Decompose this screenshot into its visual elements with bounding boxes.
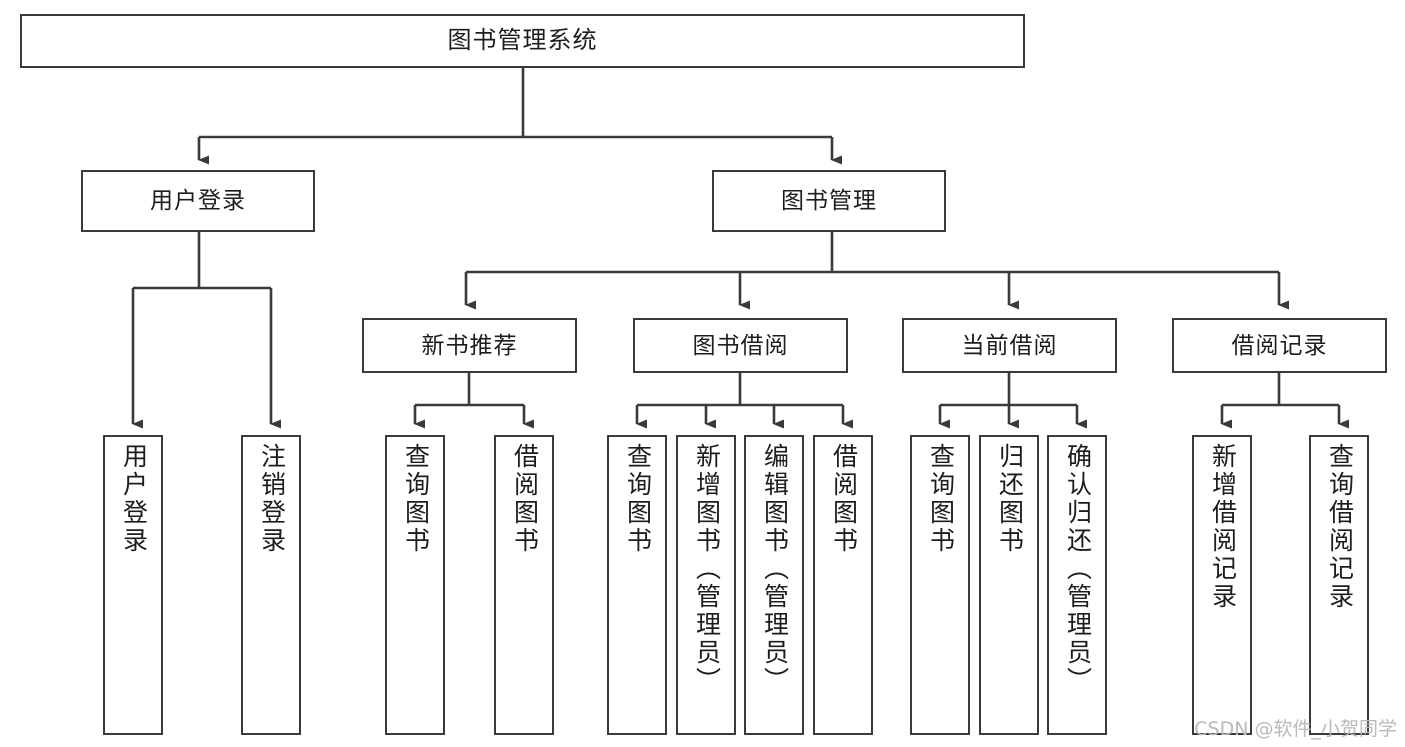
node-label: 用户登录 (119, 443, 148, 555)
node-label: 图书管理 (781, 187, 877, 214)
leaf-borrow-edit-book-admin[interactable]: 编辑图书（管理员） (744, 435, 804, 735)
node-label: 归还图书 (995, 443, 1024, 555)
node-label: 新增借阅记录 (1208, 443, 1237, 611)
node-current-borrow[interactable]: 当前借阅 (902, 318, 1117, 373)
node-label: 查询图书 (401, 443, 430, 555)
node-label: 查询借阅记录 (1325, 443, 1354, 611)
node-label: 图书借阅 (692, 331, 789, 358)
node-label: 确认归还（管理员） (1063, 443, 1092, 695)
node-user-login[interactable]: 用户登录 (81, 170, 315, 232)
node-label: 查询图书 (926, 443, 955, 555)
node-new-book-recommend[interactable]: 新书推荐 (362, 318, 577, 373)
leaf-user-login-signin[interactable]: 用户登录 (103, 435, 163, 735)
node-label: 新增图书（管理员） (692, 443, 721, 695)
leaf-borrow-add-book-admin[interactable]: 新增图书（管理员） (676, 435, 736, 735)
leaf-record-query-record[interactable]: 查询借阅记录 (1309, 435, 1369, 735)
node-label: 当前借阅 (961, 331, 1058, 358)
leaf-current-query-book[interactable]: 查询图书 (910, 435, 970, 735)
node-book-borrow[interactable]: 图书借阅 (633, 318, 848, 373)
node-label: 图书管理系统 (447, 26, 598, 54)
leaf-borrow-query-book[interactable]: 查询图书 (607, 435, 667, 735)
node-label: 借阅记录 (1231, 331, 1328, 358)
leaf-recommend-query-book[interactable]: 查询图书 (385, 435, 445, 735)
csdn-watermark: CSDN @软件_小贺同学 (1194, 718, 1397, 740)
leaf-borrow-borrow-book[interactable]: 借阅图书 (813, 435, 873, 735)
node-label: 新书推荐 (421, 331, 518, 358)
leaf-user-login-signout[interactable]: 注销登录 (241, 435, 301, 735)
node-label: 注销登录 (257, 443, 286, 555)
node-root-system[interactable]: 图书管理系统 (20, 14, 1025, 68)
leaf-current-return-book[interactable]: 归还图书 (979, 435, 1039, 735)
node-label: 用户登录 (150, 187, 246, 214)
leaf-current-confirm-return-admin[interactable]: 确认归还（管理员） (1047, 435, 1107, 735)
leaf-recommend-borrow-book[interactable]: 借阅图书 (494, 435, 554, 735)
node-label: 借阅图书 (510, 443, 539, 555)
leaf-record-add-record[interactable]: 新增借阅记录 (1192, 435, 1252, 735)
node-book-management[interactable]: 图书管理 (712, 170, 946, 232)
node-label: 借阅图书 (829, 443, 858, 555)
node-label: 编辑图书（管理员） (760, 443, 789, 695)
node-borrow-record[interactable]: 借阅记录 (1172, 318, 1387, 373)
node-label: 查询图书 (623, 443, 652, 555)
